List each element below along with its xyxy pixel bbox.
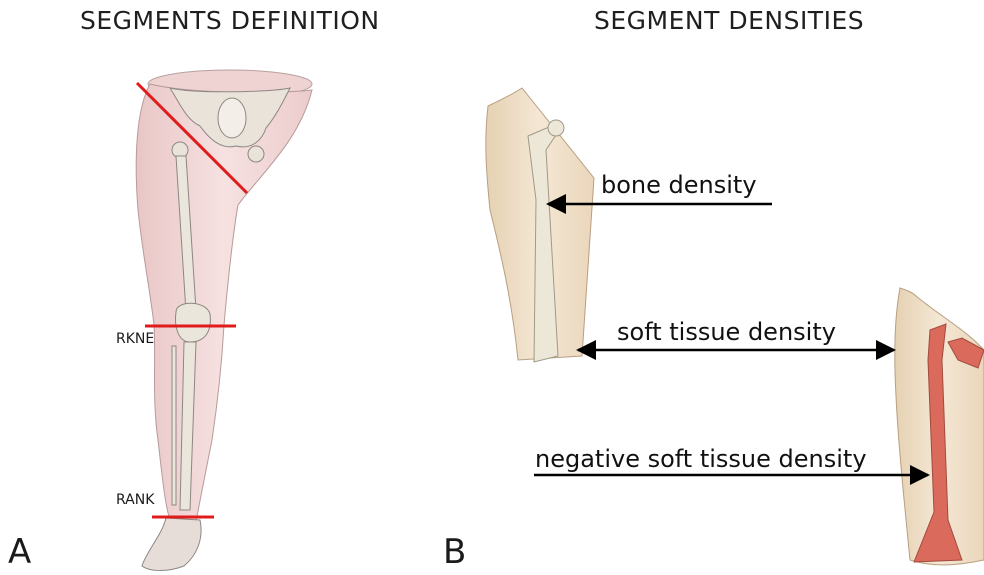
soft-tissue-density-label: soft tissue density: [617, 318, 836, 346]
bone-head: [548, 120, 564, 136]
panel-a-letter: A: [8, 532, 31, 572]
foot: [142, 518, 201, 571]
segment-negative-model: [895, 288, 984, 565]
leg-model: [136, 70, 312, 571]
fibula: [172, 346, 176, 505]
knee-joint: [176, 303, 211, 342]
rank-label: RANK: [116, 492, 154, 508]
panel-b-letter: B: [443, 532, 466, 572]
hip-joint: [248, 146, 264, 162]
rkne-label: RKNE: [116, 331, 154, 347]
negative-soft-tissue-density-label: negative soft tissue density: [535, 445, 867, 473]
bone-density-label: bone density: [601, 171, 757, 199]
sacrum: [218, 98, 246, 138]
segment-bone-model: [486, 88, 594, 362]
leg-soft-tissue: [136, 84, 312, 522]
